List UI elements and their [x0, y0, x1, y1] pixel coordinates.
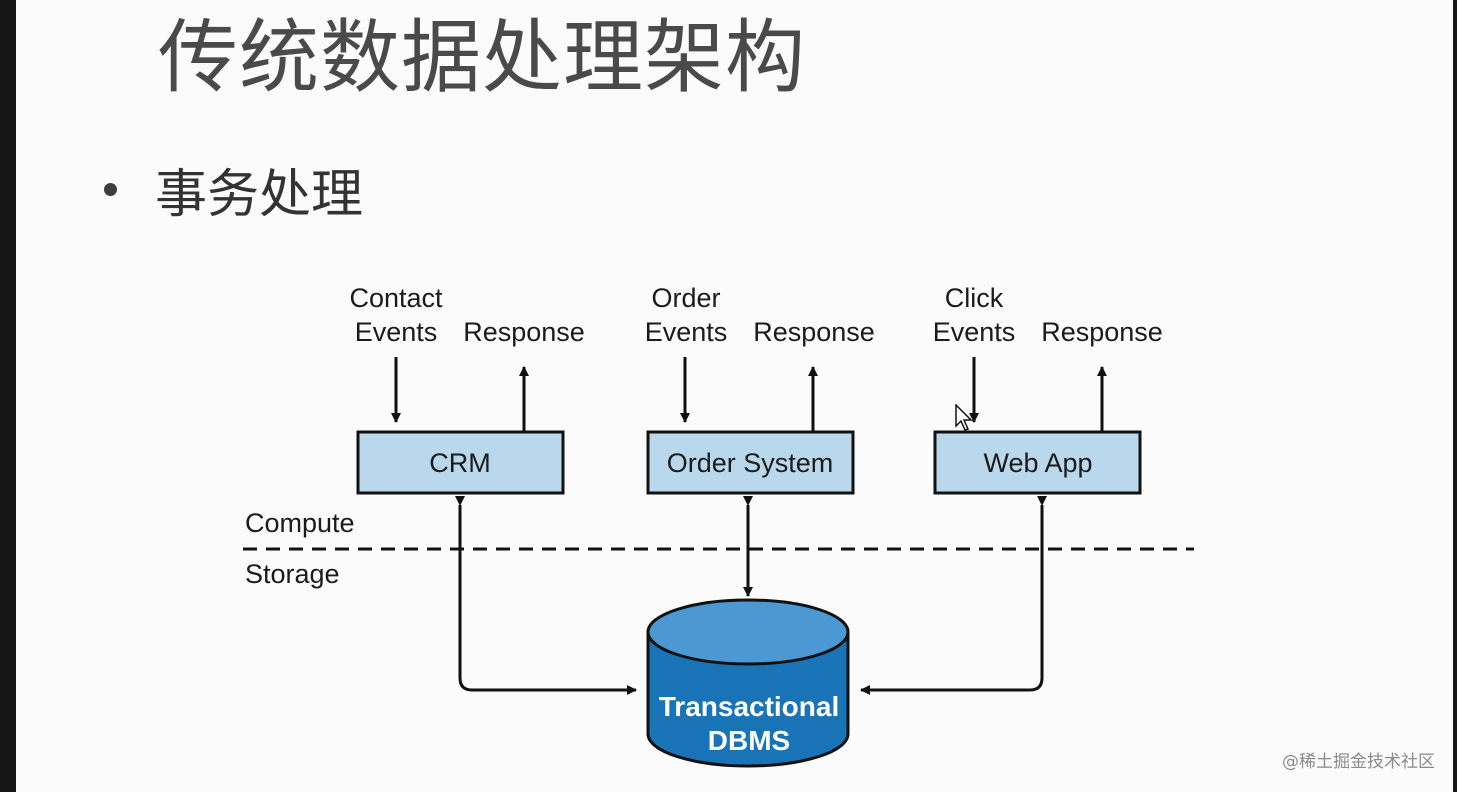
order-output-label: Response: [753, 317, 875, 347]
web-app-box: [933, 430, 1142, 495]
crm-input-label-line2: Events: [355, 317, 438, 347]
transactional-dbms: Transactional DBMS: [646, 598, 850, 768]
crm-box: [356, 430, 565, 495]
db-cylinder-top: [646, 598, 850, 666]
compute-label: Compute: [245, 508, 355, 538]
order-input-label-line2: Events: [645, 317, 728, 347]
app-order-system: Order Events Response Order System: [645, 283, 875, 495]
bullet-item: 事务处理: [104, 154, 364, 225]
web-db-connector: [860, 496, 1047, 695]
web-input-label-line2: Events: [933, 317, 1016, 347]
order-system-box-label: Order System: [667, 448, 834, 478]
app-crm: Contact Events Response CRM: [349, 283, 585, 495]
db-cylinder-body: [646, 632, 850, 768]
mouse-cursor-icon: [955, 404, 973, 431]
db-label-line2: DBMS: [708, 725, 790, 756]
slide-title: 传统数据处理架构: [158, 11, 806, 104]
order-input-label-line1: Order: [651, 283, 720, 313]
storage-label: Storage: [245, 559, 340, 589]
crm-output-label: Response: [463, 317, 585, 347]
db-label-line1: Transactional: [659, 691, 840, 722]
bullet-text: 事务处理: [155, 164, 364, 225]
crm-db-connector: [455, 496, 637, 695]
order-system-box: [646, 430, 855, 495]
bullet-dot: [104, 182, 117, 196]
app-web-app: Click Events Response Web App: [933, 283, 1163, 495]
web-app-box-label: Web App: [983, 448, 1092, 478]
web-output-label: Response: [1041, 317, 1163, 347]
web-input-label-line1: Click: [945, 283, 1004, 313]
crm-box-label: CRM: [429, 448, 491, 478]
crm-input-label-line1: Contact: [349, 283, 443, 313]
watermark: @稀土掘金技术社区: [1282, 752, 1435, 772]
